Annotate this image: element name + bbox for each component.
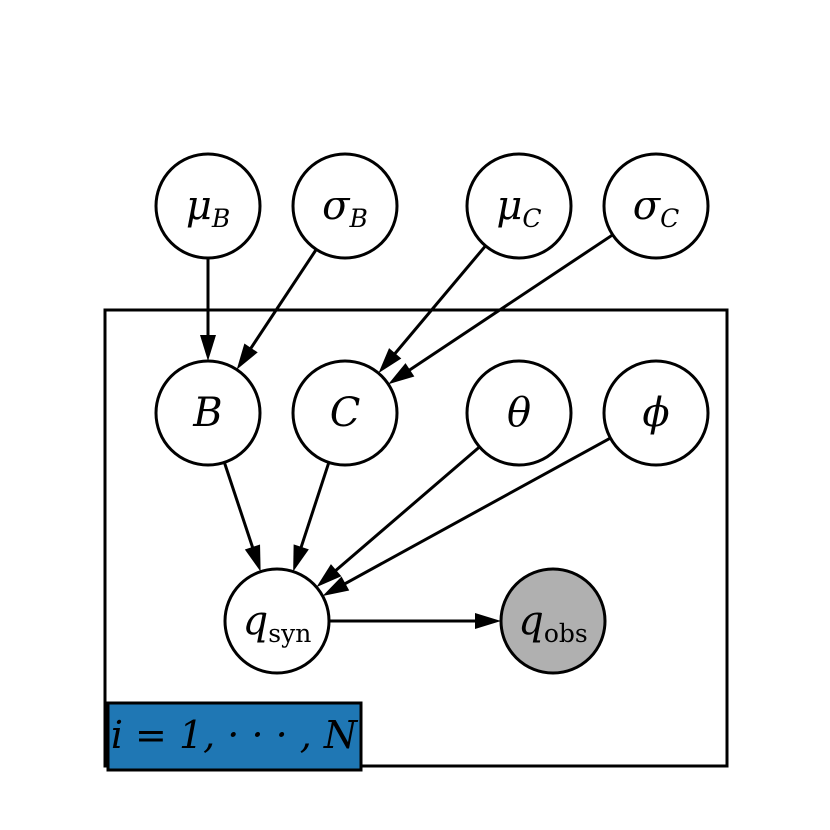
node-label-subscript: B <box>348 204 367 233</box>
edge-line <box>298 461 331 552</box>
node-sigma_B: σB <box>291 152 399 260</box>
node-label-subscript: syn <box>268 619 311 648</box>
node-label-subscript: C <box>522 204 541 233</box>
edge-line <box>332 445 481 574</box>
edge-line <box>222 461 256 552</box>
edge-line <box>247 248 318 353</box>
node-C: C <box>291 359 399 467</box>
node-circle <box>223 567 331 675</box>
node-label-subscript: C <box>660 204 679 233</box>
node-label: qobs <box>518 598 588 648</box>
edge-mu_B-to-B <box>200 258 216 361</box>
node-circle <box>602 359 710 467</box>
edge-mu_C-to-C <box>378 244 487 374</box>
plate <box>103 308 729 768</box>
arrowhead <box>244 544 261 572</box>
arrowhead <box>316 564 342 588</box>
node-phi: ϕ <box>602 359 710 467</box>
plate-label-background <box>106 701 363 772</box>
node-label-base: θ <box>507 390 531 436</box>
arrowhead <box>475 613 501 629</box>
arrowhead <box>236 343 258 370</box>
plate-label: i = 1, · · · , N <box>111 713 359 757</box>
edge-sigma_B-to-B <box>236 248 318 370</box>
node-mu_B: μB <box>154 152 262 260</box>
node-circle <box>499 567 607 675</box>
node-label: σC <box>633 183 679 233</box>
node-label-base: q <box>243 598 269 644</box>
node-q_syn: qsyn <box>223 567 331 675</box>
node-label-base: σ <box>322 183 351 229</box>
arrowhead <box>388 363 415 385</box>
node-q_obs: qobs <box>499 567 607 675</box>
node-label-base: q <box>518 598 544 644</box>
node-label: μC <box>496 183 541 233</box>
node-label: C <box>330 390 361 436</box>
edges-layer <box>200 233 614 629</box>
node-sigma_C: σC <box>602 152 710 260</box>
node-label: μB <box>186 183 230 233</box>
node-B: B <box>154 359 262 467</box>
node-mu_C: μC <box>465 152 573 260</box>
node-label-base: ϕ <box>642 390 669 436</box>
edge-phi-to-q_syn <box>322 436 612 596</box>
edge-line <box>405 233 614 374</box>
node-circle <box>154 152 262 260</box>
node-label-subscript: B <box>211 204 230 233</box>
edge-line <box>341 436 612 587</box>
node-label-base: σ <box>633 183 662 229</box>
edge-theta-to-q_syn <box>316 445 481 588</box>
node-label-base: C <box>330 390 361 436</box>
node-label-subscript: obs <box>544 619 588 648</box>
node-label: qsyn <box>243 598 312 648</box>
edge-q_syn-to-q_obs <box>329 613 501 629</box>
edge-B-to-q_syn <box>222 461 261 572</box>
arrowhead <box>322 576 350 596</box>
node-circle <box>465 359 573 467</box>
arrowhead <box>378 348 402 374</box>
node-theta: θ <box>465 359 573 467</box>
plate-label-box: i = 1, · · · , N <box>106 701 363 772</box>
edge-line <box>391 244 487 358</box>
node-label-base: μ <box>186 183 212 229</box>
node-label-base: B <box>192 390 222 436</box>
edge-sigma_C-to-C <box>388 233 614 385</box>
arrowhead <box>200 335 216 361</box>
node-label: B <box>192 390 222 436</box>
node-circle <box>291 359 399 467</box>
node-circle <box>291 152 399 260</box>
node-circle <box>154 359 262 467</box>
node-circle <box>602 152 710 260</box>
node-label-base: μ <box>496 183 522 229</box>
node-circle <box>465 152 573 260</box>
node-label: ϕ <box>642 390 669 436</box>
node-label: θ <box>507 390 531 436</box>
arrowhead <box>293 544 309 572</box>
edge-C-to-q_syn <box>293 461 331 572</box>
node-label: σB <box>322 183 368 233</box>
